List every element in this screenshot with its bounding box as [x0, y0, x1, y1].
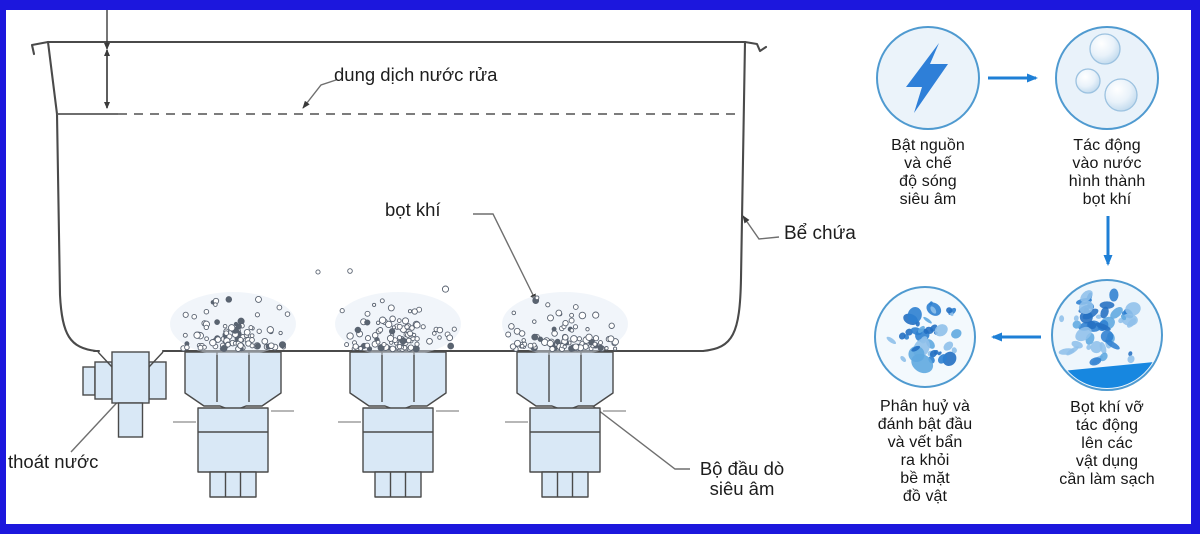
label-solution: dung dịch nước rửa	[334, 64, 498, 85]
leader-air-bubbles	[473, 213, 537, 302]
label-transducer: Bộ đầu dò siêu âm	[699, 458, 785, 500]
leader-solution	[302, 79, 337, 109]
step3-splash-circle	[1051, 279, 1163, 391]
bubble-cloud	[502, 292, 628, 356]
caption-step1: Bật nguồn và chế độ sóng siêu âm	[891, 137, 965, 208]
transducer	[173, 351, 294, 498]
transducer-array	[173, 351, 626, 498]
caption-step2: Tác động vào nước hình thành bọt khí	[1068, 137, 1146, 208]
tank-right-lip	[743, 40, 768, 53]
bubbles-icon	[1075, 33, 1138, 112]
caption-step4: Phân huỷ và đánh bật đầu và vết bẩn ra k…	[877, 398, 973, 505]
bubble-clouds	[170, 268, 628, 356]
step1-power-circle	[876, 26, 980, 130]
particles-icon	[886, 301, 962, 374]
tank-outline	[30, 40, 768, 353]
leader-transducer	[567, 386, 690, 470]
tank-left-wall	[46, 40, 98, 353]
flow-arrows	[988, 73, 1113, 342]
drain-valve	[82, 351, 167, 438]
bubble-cloud	[335, 285, 461, 356]
step2-bubbles-circle	[1055, 26, 1159, 130]
stray-bubble	[315, 269, 321, 275]
transducer	[338, 351, 459, 498]
label-air-bubbles: bọt khí	[385, 199, 441, 220]
step4-particles-circle	[874, 286, 976, 388]
tank-right-wall	[701, 40, 747, 353]
label-drain: thoát nước	[8, 451, 99, 472]
bubble-cloud	[170, 292, 296, 356]
leader-container	[742, 215, 780, 240]
label-container: Bể chứa	[784, 223, 856, 244]
stray-bubble	[347, 268, 353, 274]
caption-step3: Bọt khí vỡ tác động lên các vật dụng cần…	[1059, 399, 1155, 488]
transducer	[505, 351, 626, 498]
lightning-icon	[906, 43, 948, 113]
tank-left-lip	[30, 40, 50, 56]
